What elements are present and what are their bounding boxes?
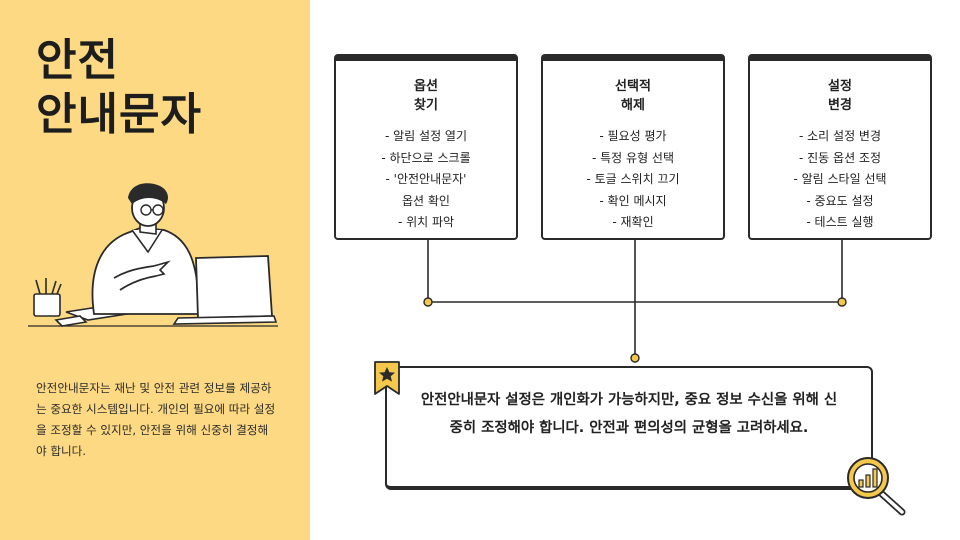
card-item-list: - 필요성 평가 - 특정 유형 선택 - 토글 스위치 끄기 - 확인 메시지… [543, 126, 723, 234]
page-title-line-2: 안내문자 [36, 89, 202, 140]
card-option-find: 옵션 찾기 - 알림 설정 열기 - 하단으로 스크롤 - '안전안내문자' 옵… [334, 54, 518, 240]
card-item-list: - 소리 설정 변경 - 진동 옵션 조정 - 알림 스타일 선택 - 중요도 … [750, 126, 930, 234]
list-item: - 위치 파악 [397, 215, 455, 229]
list-item: - 특정 유형 선택 [591, 150, 674, 165]
summary-note-box: 안전안내문자 설정은 개인화가 가능하지만, 중요 정보 수신을 위해 신중히 … [385, 366, 873, 490]
page-title-line-1: 안전 [36, 35, 119, 86]
card-item-list: - 알림 설정 열기 - 하단으로 스크롤 - '안전안내문자' 옵션 확인 -… [336, 126, 516, 234]
list-item: - 재확인 [612, 215, 654, 229]
list-item: - 토글 스위치 끄기 [586, 172, 680, 186]
chart-magnifier-icon [847, 457, 906, 516]
list-item: - 필요성 평가 [599, 129, 667, 143]
list-item: - 테스트 실행 [806, 215, 874, 229]
star-bookmark-icon [374, 361, 400, 395]
person-at-laptop-illustration [28, 183, 278, 327]
list-item: - 진동 옵션 조정 [798, 150, 881, 165]
description-text: 안전안내문자는 재난 및 안전 관련 정보를 제공하는 중요한 시스템입니다. … [36, 381, 276, 458]
list-item: - 소리 설정 변경 [798, 129, 881, 143]
list-item: - 알림 스타일 선택 [793, 172, 887, 186]
list-item: - 중요도 설정 [806, 193, 874, 208]
card-selective-disable: 선택적 해제 - 필요성 평가 - 특정 유형 선택 - 토글 스위치 끄기 -… [541, 54, 725, 240]
list-item: 옵션 확인 [402, 193, 450, 208]
summary-note-text: 안전안내문자 설정은 개인화가 가능하지만, 중요 정보 수신을 위해 신중히 … [420, 392, 838, 436]
card-settings-change: 설정 변경 - 소리 설정 변경 - 진동 옵션 조정 - 알림 스타일 선택 … [748, 54, 932, 240]
card-title: 설정 변경 [828, 79, 852, 113]
page-title: 안전 안내문자 [36, 34, 202, 142]
card-title: 선택적 해제 [615, 79, 651, 113]
list-item: - 확인 메시지 [599, 193, 667, 208]
card-title: 옵션 찾기 [414, 79, 438, 113]
list-item: - '안전안내문자' [385, 172, 467, 186]
list-item: - 알림 설정 열기 [384, 129, 467, 143]
list-item: - 하단으로 스크롤 [381, 150, 471, 165]
